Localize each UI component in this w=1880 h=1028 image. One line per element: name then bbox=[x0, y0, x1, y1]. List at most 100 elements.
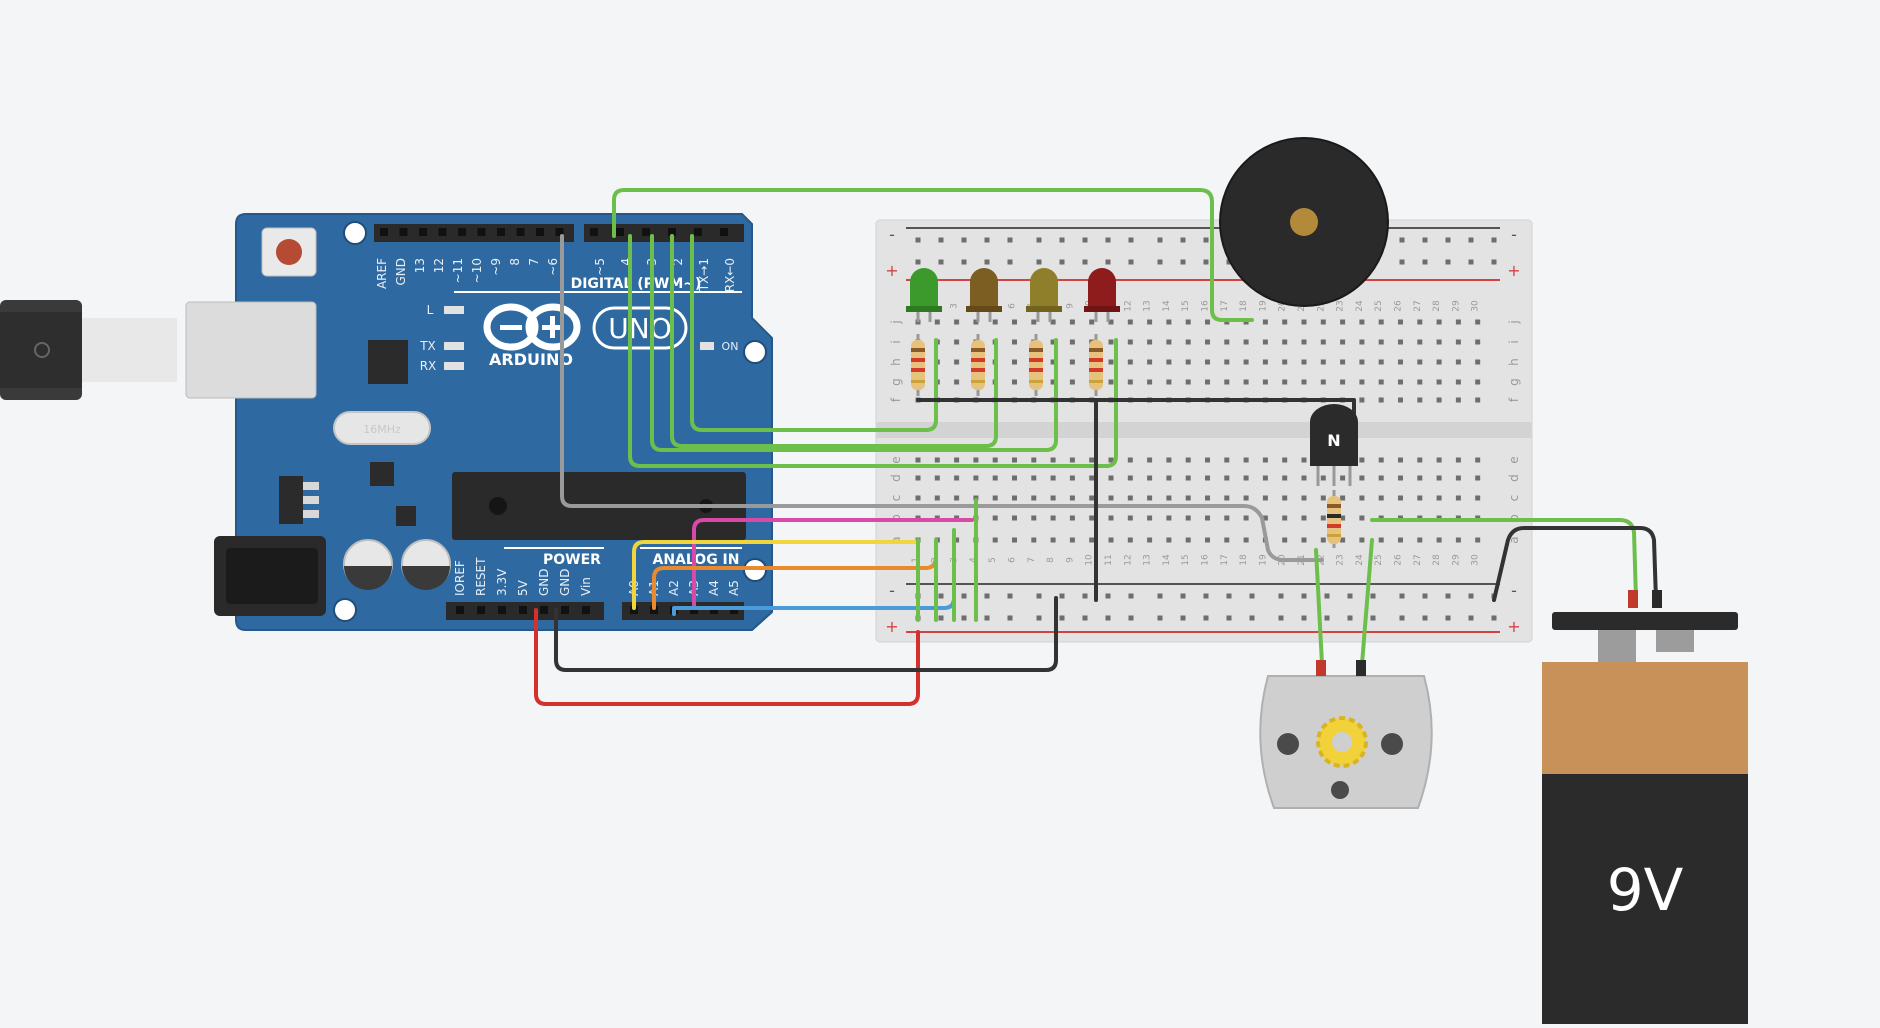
breadboard-hole[interactable] bbox=[1036, 593, 1042, 599]
resistor-led-4[interactable] bbox=[1089, 334, 1103, 396]
breadboard-hole[interactable] bbox=[1324, 615, 1330, 621]
breadboard-hole[interactable] bbox=[1128, 615, 1134, 621]
wire-black-gnd[interactable] bbox=[554, 596, 1058, 672]
breadboard-hole[interactable] bbox=[1359, 495, 1365, 501]
breadboard-hole[interactable] bbox=[1127, 339, 1133, 345]
breadboard-hole[interactable] bbox=[1243, 537, 1249, 543]
breadboard-hole[interactable] bbox=[984, 259, 990, 265]
header-pin[interactable] bbox=[582, 606, 590, 614]
breadboard-hole[interactable] bbox=[1468, 259, 1474, 265]
led-red[interactable] bbox=[1084, 268, 1120, 322]
breadboard-hole[interactable] bbox=[1089, 495, 1095, 501]
breadboard-hole[interactable] bbox=[1249, 615, 1255, 621]
breadboard-hole[interactable] bbox=[1185, 319, 1191, 325]
breadboard-hole[interactable] bbox=[1185, 515, 1191, 521]
breadboard-hole[interactable] bbox=[1359, 359, 1365, 365]
header-pin[interactable] bbox=[616, 228, 624, 236]
breadboard-hole[interactable] bbox=[1243, 339, 1249, 345]
breadboard-hole[interactable] bbox=[1127, 359, 1133, 365]
breadboard-hole[interactable] bbox=[1069, 537, 1075, 543]
breadboard-hole[interactable] bbox=[1180, 593, 1186, 599]
breadboard-hole[interactable] bbox=[1147, 495, 1153, 501]
breadboard-hole[interactable] bbox=[1262, 515, 1268, 521]
breadboard-hole[interactable] bbox=[1417, 339, 1423, 345]
breadboard-hole[interactable] bbox=[1301, 457, 1307, 463]
breadboard-hole[interactable] bbox=[1359, 515, 1365, 521]
breadboard-hole[interactable] bbox=[1007, 259, 1013, 265]
breadboard-hole[interactable] bbox=[1185, 339, 1191, 345]
header-pin[interactable] bbox=[668, 228, 676, 236]
breadboard-hole[interactable] bbox=[1475, 397, 1481, 403]
breadboard-hole[interactable] bbox=[1069, 319, 1075, 325]
breadboard-hole[interactable] bbox=[1324, 593, 1330, 599]
breadboard-hole[interactable] bbox=[1340, 359, 1346, 365]
breadboard-hole[interactable] bbox=[1185, 359, 1191, 365]
breadboard-hole[interactable] bbox=[973, 495, 979, 501]
breadboard-hole[interactable] bbox=[973, 319, 979, 325]
breadboard-hole[interactable] bbox=[954, 359, 960, 365]
breadboard-hole[interactable] bbox=[1436, 457, 1442, 463]
breadboard-hole[interactable] bbox=[1127, 475, 1133, 481]
breadboard-hole[interactable] bbox=[1320, 475, 1326, 481]
breadboard-hole[interactable] bbox=[1340, 319, 1346, 325]
breadboard-hole[interactable] bbox=[1036, 237, 1042, 243]
breadboard-hole[interactable] bbox=[1166, 457, 1172, 463]
wire-magenta[interactable] bbox=[692, 518, 974, 610]
breadboard-hole[interactable] bbox=[1012, 339, 1017, 345]
reset-button[interactable] bbox=[261, 227, 317, 277]
breadboard-hole[interactable] bbox=[1012, 495, 1017, 501]
dc-motor[interactable] bbox=[1259, 660, 1433, 809]
breadboard-hole[interactable] bbox=[1157, 237, 1163, 243]
breadboard-hole[interactable] bbox=[1205, 515, 1210, 521]
breadboard-hole[interactable] bbox=[1301, 475, 1307, 481]
breadboard-hole[interactable] bbox=[1282, 379, 1288, 385]
breadboard-hole[interactable] bbox=[1147, 359, 1153, 365]
resistor-transistor-base[interactable] bbox=[1327, 490, 1341, 548]
battery-9v[interactable]: 9V bbox=[1542, 590, 1748, 1024]
breadboard-hole[interactable] bbox=[1417, 475, 1423, 481]
breadboard-hole[interactable] bbox=[1262, 457, 1268, 463]
breadboard-hole[interactable] bbox=[1436, 319, 1442, 325]
breadboard-hole[interactable] bbox=[1031, 475, 1037, 481]
breadboard-hole[interactable] bbox=[1243, 495, 1249, 501]
breadboard-hole[interactable] bbox=[1157, 259, 1163, 265]
breadboard-hole[interactable] bbox=[1128, 259, 1134, 265]
breadboard-hole[interactable] bbox=[1445, 237, 1451, 243]
breadboard-hole[interactable] bbox=[1108, 379, 1114, 385]
breadboard-hole[interactable] bbox=[1166, 319, 1172, 325]
breadboard-hole[interactable] bbox=[915, 495, 921, 501]
breadboard-hole[interactable] bbox=[1012, 537, 1017, 543]
breadboard-hole[interactable] bbox=[1282, 359, 1288, 365]
breadboard-hole[interactable] bbox=[1359, 475, 1365, 481]
breadboard-hole[interactable] bbox=[992, 319, 998, 325]
breadboard-hole[interactable] bbox=[1203, 615, 1209, 621]
breadboard-hole[interactable] bbox=[961, 259, 967, 265]
breadboard-hole[interactable] bbox=[1108, 319, 1114, 325]
breadboard-hole[interactable] bbox=[1224, 515, 1230, 521]
breadboard-hole[interactable] bbox=[1417, 495, 1423, 501]
wire-green-led-3[interactable] bbox=[650, 234, 1058, 452]
breadboard-hole[interactable] bbox=[1205, 475, 1210, 481]
breadboard-hole[interactable] bbox=[1398, 475, 1403, 481]
breadboard-hole[interactable] bbox=[1224, 495, 1230, 501]
breadboard-hole[interactable] bbox=[1127, 515, 1133, 521]
breadboard-hole[interactable] bbox=[1224, 537, 1230, 543]
breadboard-hole[interactable] bbox=[1422, 259, 1428, 265]
breadboard-hole[interactable] bbox=[1468, 593, 1474, 599]
breadboard-hole[interactable] bbox=[938, 593, 944, 599]
breadboard-hole[interactable] bbox=[1340, 475, 1346, 481]
header-pin[interactable] bbox=[694, 228, 702, 236]
breadboard-hole[interactable] bbox=[1399, 259, 1405, 265]
breadboard-hole[interactable] bbox=[1031, 537, 1037, 543]
breadboard-hole[interactable] bbox=[1166, 339, 1172, 345]
header-pin[interactable] bbox=[477, 228, 486, 236]
breadboard-hole[interactable] bbox=[1398, 457, 1403, 463]
header-pin[interactable] bbox=[519, 606, 527, 614]
breadboard-hole[interactable] bbox=[1127, 495, 1133, 501]
breadboard-hole[interactable] bbox=[1399, 593, 1405, 599]
wire-green-led-1[interactable] bbox=[690, 234, 938, 432]
breadboard-hole[interactable] bbox=[1203, 237, 1209, 243]
breadboard-hole[interactable] bbox=[1166, 515, 1172, 521]
resistor-led-1[interactable] bbox=[911, 334, 925, 396]
breadboard-hole[interactable] bbox=[915, 237, 921, 243]
